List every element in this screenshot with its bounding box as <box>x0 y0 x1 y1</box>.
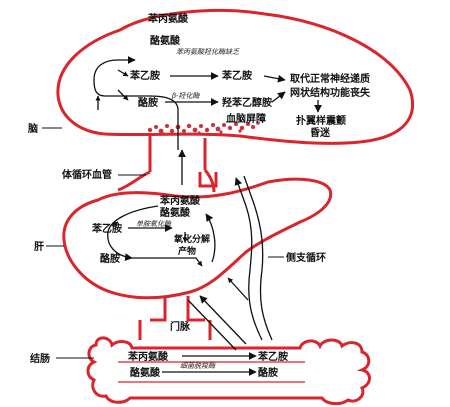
brain-hydroxylase-note: 苯丙氨酸羟化酶缺乏 <box>176 48 240 56</box>
label-liver: 肝 <box>34 241 44 253</box>
brain-effect-line1: 取代正常神经递质 <box>290 72 370 85</box>
brain-pea-label: 苯乙胺 <box>129 69 160 82</box>
label-brain: 脑 <box>28 122 38 135</box>
liver-oxidation-line2: 产物 <box>178 245 196 257</box>
flow-arrows <box>93 56 322 376</box>
brain-stem-outline <box>148 134 207 172</box>
colon-inner-outline <box>118 361 305 383</box>
liver-enzyme-label: 单胺氧化酶 <box>136 220 172 228</box>
brain-phe-label: 苯丙氨酸 <box>147 12 189 25</box>
colon-tyramine-label: 酪胺 <box>258 366 278 379</box>
liver-tyramine-label: 酪胺 <box>100 252 120 265</box>
portal-vein-outline <box>138 296 212 340</box>
liver-pea-label: 苯乙胺 <box>91 222 122 235</box>
brain-effect-line2: 网状结构功能丧失 <box>290 86 371 99</box>
liver-oxidation-line1: 氧化分解 <box>173 233 210 245</box>
systemic-vessel-left <box>117 169 216 193</box>
colon-pea-label: 苯乙胺 <box>257 350 288 363</box>
vessel-stub <box>198 172 218 188</box>
colon-outline <box>86 336 371 406</box>
label-colon: 结肠 <box>30 352 50 365</box>
label-systemic-vessel: 体循环血管 <box>62 168 112 181</box>
colon-enzyme-label: 细菌脱羧酶 <box>180 362 216 370</box>
label-collateral: 侧支循环 <box>286 251 326 264</box>
blood-brain-barrier-dots <box>147 121 260 136</box>
brain-octopamine-label: 羟苯乙醇胺 <box>222 96 272 109</box>
brain-outline <box>56 9 414 145</box>
colon-phe-label: 苯丙氨酸 <box>127 350 169 363</box>
brain-enzyme-label: β-羟化酶 <box>171 92 200 100</box>
liver-outline <box>62 177 333 300</box>
brain-tyramine-label: 酪胺 <box>138 96 158 109</box>
label-bbb: 血脑屏障 <box>226 112 266 125</box>
liver-phe-label: 苯丙氨酸 <box>159 194 201 207</box>
brain-outcome-line1: 扑翼样震颤 <box>296 114 346 127</box>
label-portal: 门脉 <box>170 320 191 333</box>
brain-tyr-label: 酪氨酸 <box>150 34 181 47</box>
liver-tyr-label: 酪氨酸 <box>160 206 191 219</box>
brain-pea2-label: 苯乙胺 <box>221 69 252 82</box>
brain-outcome-line2: 昏迷 <box>310 126 331 139</box>
colon-tyr-label: 酪氨酸 <box>130 366 161 379</box>
